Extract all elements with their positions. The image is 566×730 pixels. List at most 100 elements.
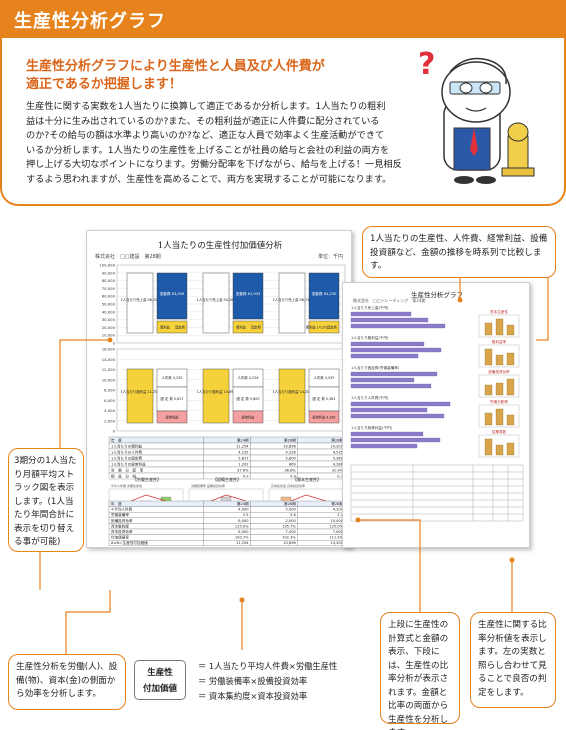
ratio-table-text: 第26期: [284, 501, 296, 506]
horizontal-bar: [350, 401, 451, 407]
personnel-cost-label: 人件費 4,535: [314, 375, 335, 380]
horizontal-bar: [350, 341, 425, 347]
horizontal-bar: [350, 431, 424, 437]
ratio-table-text: 資本投資効率: [111, 529, 133, 534]
y-tick-label: 16,000: [102, 347, 116, 352]
ratio-table-text: 2.5: [243, 513, 249, 517]
y-tick-label: 40,000: [102, 309, 116, 314]
y-tick-label: 30,000: [102, 317, 116, 322]
side-chart-bar: [506, 352, 515, 366]
variable-cost-segment: [232, 272, 264, 320]
summary-table-text: 4,235: [238, 450, 248, 454]
ratio-table-text: 11,254: [236, 541, 249, 545]
mini-chart-line: [285, 494, 327, 504]
bar-section-title: 1人当たり粗利益(千円): [351, 335, 389, 340]
horizontal-bar: [350, 383, 432, 389]
variable-cost-segment: [308, 272, 340, 320]
side-chart-title: 資本生産性: [490, 309, 508, 314]
sales-column: [202, 272, 230, 334]
ratio-table-text: 設備投資効率: [111, 518, 133, 523]
productivity-formula: 生産性 付加価値 ＝ 1人当たり平均人件費×労働生産性 ＝ 労働装備率×設備投資…: [128, 654, 374, 710]
fixed-cost-segment: [308, 386, 340, 412]
y-tick-label: 10,000: [102, 333, 116, 338]
ratio-table-text: 100.7%: [235, 536, 249, 540]
ratio-table-text: 7,000: [333, 530, 344, 534]
fixed-cost-label: 固 定 費 5,800: [236, 396, 259, 401]
summary-table-text: 第26期: [284, 437, 296, 442]
report-company: 株式会社 □□建設 第28期: [95, 254, 161, 260]
ratio-table-text: 195.7%: [282, 524, 296, 528]
y-tick-label: 12,000: [102, 367, 116, 372]
y-tick-label: 0: [113, 341, 116, 346]
summary-table-text: 31.9%: [332, 468, 344, 472]
callout-formula-ratio: 上段に生産性の計算式と金額の表示、下段には、生産性の比率分析が表示されます。金額…: [380, 612, 460, 730]
svg-text:?: ?: [418, 47, 435, 82]
y-tick-label: 6,000: [104, 398, 115, 403]
ratio-table-text: 102.3%: [282, 536, 296, 540]
graph-doc-title: 生産性分析グラフ: [411, 291, 463, 299]
ratio-table-text: 年 度: [111, 501, 122, 506]
horizontal-bar: [350, 443, 418, 449]
summary-table-text: 1人当たりの固定費: [111, 455, 142, 460]
side-chart-title: 設備投資効率: [488, 369, 510, 374]
intro-body-line: するよう思われますが、生産性を高めることで、両方を実現することが可能になります。: [26, 173, 392, 185]
mini-chart-title: 【労働生産性】: [133, 476, 161, 482]
gross-profit-label: 粗利益: [160, 325, 170, 330]
callout-three-aspects: 生産性分析を労働(人)、設備(物)、資本(金)の側面から効率を分析します。: [8, 654, 126, 710]
gross-profit-column: [278, 368, 306, 424]
variable-cost-segment: [156, 272, 188, 320]
ratio-table-text: 2.6: [290, 513, 296, 517]
mini-chart-line: [205, 494, 247, 504]
summary-table-cell: [108, 436, 204, 444]
variable-cost-label: 変動費 81,933: [236, 291, 261, 296]
bar-section-title: 1人当たり経常利益(千円): [351, 425, 393, 430]
summary-table-text: 0.9: [290, 474, 296, 478]
ratio-table-text: 10,896: [283, 541, 296, 545]
fixed-cost-label: 固定費: [327, 325, 337, 330]
sales-column: [126, 272, 154, 334]
gross-profit-per-head-label: 1人当たり粗利益 10,896: [197, 389, 236, 394]
graph-doc-charts: 1人当たり売上高(千円)1人当たり粗利益(千円)1人当たり固定費(労働装備率)1…: [350, 305, 524, 522]
ratio-table-text: 労働装備率: [111, 512, 129, 517]
gross-profit-label: 粗利益: [236, 325, 246, 330]
y-tick-label: 20,000: [102, 325, 116, 330]
summary-table-text: 1人当たりの粗利益: [111, 443, 142, 448]
side-chart-title: 粗利益率: [492, 339, 507, 344]
intro-body-line: 押し上げる大切なポイントになります。労働分配率を下げながら、給与を上げる！一見相…: [26, 159, 402, 171]
sales-label: 1人当たり売上高 96,254: [121, 297, 160, 302]
intro-subtitle: 生産性分析グラフにより生産性と人員及び人件費が 適正であるか把握します！: [26, 58, 386, 94]
mini-chart-line: [125, 494, 167, 504]
ratio-table-text: 4,000: [238, 508, 249, 512]
fixed-cost-segment: [232, 386, 264, 412]
variable-cost-label: 変動費 83,009: [160, 291, 185, 296]
intro-body-line: 益は十分に生み出されているのか?また、その粗利益が適正に人件費に配分されている: [26, 115, 380, 127]
summary-table-text: 4,535: [333, 450, 343, 454]
horizontal-bar: [350, 323, 446, 329]
y-tick-label: 60,000: [102, 294, 116, 299]
side-chart-bar: [495, 318, 504, 336]
y-tick-label: 80,000: [102, 278, 116, 283]
y-tick-label: 8,000: [104, 388, 115, 393]
summary-table-text: 年 度: [111, 437, 122, 442]
summary-table-text: 869: [289, 462, 297, 466]
fixed-cost-segment: [156, 386, 188, 412]
summary-table-text: 5,817: [238, 456, 248, 460]
header-bar: 生産性分析グラフ: [0, 0, 566, 38]
variable-cost-label: 変動費 84,230: [312, 291, 337, 296]
report-charts: 100,00090,00080,00070,00060,00050,00040,…: [99, 263, 346, 547]
graph-doc-company: 株式会社 □□トレーディング 第24期: [353, 298, 426, 303]
ratio-table-text: 111.3%: [329, 536, 343, 540]
page-title: 生産性分析グラフ: [14, 11, 166, 32]
ratio-table-text: 資本集約度: [111, 523, 129, 528]
summary-table-text: 5,800: [286, 456, 297, 460]
ratio-table-text: 2,000: [286, 519, 297, 523]
summary-table-text: 38.8%: [284, 468, 296, 472]
side-chart-bar: [506, 324, 515, 336]
productivity-report-document: 1人当たりの生産性付加価値分析 株式会社 □□建設 第28期 単位：千円 100…: [86, 230, 352, 548]
question-mark-icon: ?: [418, 47, 435, 82]
horizontal-bar: [350, 413, 445, 419]
intro-body-line: 生産性に関する実数を1人当たりに換算して適正であるか分析します。1人当たりの粗利: [26, 101, 386, 112]
summary-table-text: 14,201: [330, 444, 343, 448]
bar-section-title: 1人当たり売上高(千円): [351, 305, 389, 310]
ratio-table-cell: [108, 500, 204, 507]
